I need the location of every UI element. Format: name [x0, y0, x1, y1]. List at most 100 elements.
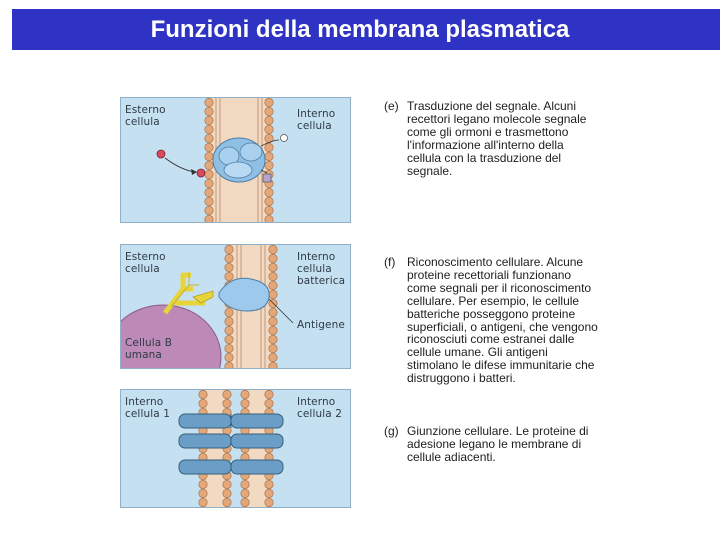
lipid-head — [224, 307, 234, 318]
lipid-head — [222, 479, 232, 490]
lipid-head — [204, 151, 214, 162]
lipid-head — [222, 488, 232, 499]
lipid-head — [264, 497, 274, 507]
lipid-head — [264, 187, 274, 198]
lipid-head — [204, 115, 214, 126]
label-b-cell: Cellula B umana — [125, 337, 173, 361]
lipid-head — [204, 169, 214, 180]
receptor-protein — [212, 137, 266, 183]
lipid-head — [264, 214, 274, 222]
lipid-head — [264, 151, 274, 162]
lipid-head — [204, 98, 214, 108]
lipid-head — [268, 271, 278, 282]
lipid-head — [224, 316, 234, 327]
lipid-head — [222, 398, 232, 409]
label-inside-cell-2: Interno cellula 2 — [297, 396, 342, 420]
caption-g-text: Giunzione cellulare. Le proteine di ades… — [407, 424, 589, 464]
lipid-head — [222, 390, 232, 400]
lipid-head — [264, 196, 274, 207]
lipid-head — [268, 289, 278, 300]
label-inside-cell: Interno cellula — [297, 108, 336, 132]
page-title: Funzioni della membrana plasmatica — [150, 16, 570, 43]
adhesion-proteins — [178, 413, 284, 475]
signal-molecule — [156, 149, 206, 178]
lipid-head — [264, 398, 274, 409]
lipid-head — [224, 271, 234, 282]
lipid-head — [204, 196, 214, 207]
lipid-head — [204, 142, 214, 153]
caption-e-letter: (e) — [384, 99, 399, 113]
lipid-head — [268, 361, 278, 368]
lipid-head — [204, 106, 214, 117]
lipid-head — [224, 343, 234, 354]
label-inside-cell-1: Interno cellula 1 — [125, 396, 170, 420]
lipid-head — [204, 214, 214, 222]
lipid-head — [264, 124, 274, 135]
title-bar-background — [12, 9, 720, 50]
lipid-head — [240, 488, 250, 499]
lipid-head — [224, 245, 234, 255]
lipid-head — [264, 479, 274, 490]
lipid-head — [268, 280, 278, 291]
caption-e: (e) Trasduzione del segnale. Alcuni rece… — [384, 100, 599, 190]
lipid-head — [240, 390, 250, 400]
caption-f: (f) Riconoscimento cellulare. Alcune pro… — [384, 256, 599, 416]
label-outside-cell: Esterno cellula — [125, 104, 166, 128]
lipid-head — [204, 178, 214, 189]
lipid-head — [240, 398, 250, 409]
lipid-head — [264, 488, 274, 499]
lipid-head — [268, 343, 278, 354]
panel-cell-junction: Interno cellula 1 Interno cellula 2 — [120, 389, 351, 508]
lipid-head — [268, 352, 278, 363]
lipid-head — [224, 262, 234, 273]
lipid-head — [264, 115, 274, 126]
caption-g-letter: (g) — [384, 424, 399, 438]
caption-g: (g) Giunzione cellulare. Le proteine di … — [384, 425, 599, 475]
lipid-head — [204, 124, 214, 135]
lipid-head — [264, 106, 274, 117]
lipid-head — [198, 479, 208, 490]
lipid-head — [204, 205, 214, 216]
caption-f-letter: (f) — [384, 255, 396, 269]
signal-relay — [260, 134, 288, 183]
lipid-head — [204, 187, 214, 198]
membrane-illustration-e — [156, 98, 288, 222]
lipid-head — [264, 205, 274, 216]
lipid-head — [240, 479, 250, 490]
panel-cell-recognition: Esterno cellula Interno cellula batteric… — [120, 244, 351, 369]
membrane-illustration-f — [121, 245, 294, 368]
lipid-head — [268, 262, 278, 273]
caption-e-text: Trasduzione del segnale. Alcuni recettor… — [407, 99, 587, 178]
lipid-head — [222, 497, 232, 507]
lipid-head — [268, 334, 278, 345]
lipid-head — [198, 497, 208, 507]
label-inside-bacterial-cell: Interno cellula batterica — [297, 251, 346, 287]
lipid-head — [198, 488, 208, 499]
lipid-head — [224, 253, 234, 264]
b-cell — [121, 304, 222, 368]
lipid-head — [264, 160, 274, 171]
lipid-head — [268, 316, 278, 327]
label-antigen: Antigene — [297, 319, 345, 331]
lipid-head — [204, 160, 214, 171]
antibody-receptor — [163, 272, 214, 315]
lipid-head — [224, 325, 234, 336]
title-bar: Funzioni della membrana plasmatica — [0, 0, 720, 50]
lipid-head — [268, 253, 278, 264]
lipid-head — [268, 307, 278, 318]
lipid-head — [264, 390, 274, 400]
lipid-head — [264, 142, 274, 153]
lipid-head — [224, 352, 234, 363]
membrane-illustration-g — [178, 390, 284, 507]
lipid-head — [204, 133, 214, 144]
caption-f-text: Riconoscimento cellulare. Alcune protein… — [407, 255, 598, 386]
lipid-head — [268, 325, 278, 336]
lipid-head — [198, 390, 208, 400]
lipid-head — [198, 398, 208, 409]
label-outside-cell: Esterno cellula — [125, 251, 166, 275]
lipid-head — [264, 98, 274, 108]
lipid-head — [268, 245, 278, 255]
lipid-head — [224, 334, 234, 345]
antigen — [218, 277, 294, 324]
lipid-head — [224, 361, 234, 368]
